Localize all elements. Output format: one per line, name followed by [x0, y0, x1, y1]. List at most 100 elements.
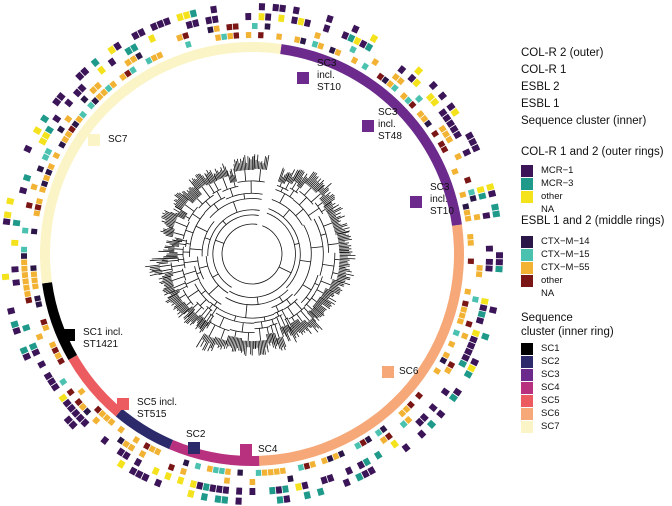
esbl2-mark — [207, 26, 214, 34]
colr2-mark — [467, 364, 477, 373]
sc-ring-sc6 — [259, 224, 464, 466]
colr2-mark — [491, 203, 500, 211]
esbl2-mark — [454, 152, 463, 161]
colr1-mark — [58, 393, 68, 403]
esbl1-mark — [337, 450, 346, 458]
colr2-mark — [68, 420, 78, 430]
legend-sc-label: SC7 — [541, 421, 560, 432]
esbl2-mark — [414, 94, 424, 103]
annotation-swatch — [382, 366, 394, 378]
colr1-mark — [133, 457, 143, 467]
esbl1-mark — [221, 33, 228, 41]
colr2-mark — [450, 107, 460, 117]
esbl1-mark — [245, 32, 252, 39]
esbl2-mark — [66, 388, 75, 397]
colr1-mark — [462, 148, 472, 157]
esbl1-mark — [456, 317, 465, 325]
colr1-mark — [485, 265, 493, 272]
esbl1-mark — [54, 352, 62, 360]
esbl1-mark — [460, 306, 468, 313]
colr2-mark — [3, 211, 12, 219]
annotation-line: SC4 — [258, 444, 278, 455]
colr2-mark — [486, 183, 495, 191]
legend-esbl-swatch — [521, 288, 533, 300]
esbl1-mark — [30, 265, 37, 272]
colr1-mark — [464, 347, 473, 356]
esbl1-mark — [34, 204, 42, 211]
esbl1-mark — [404, 96, 413, 105]
legend-colr-label: MCR−1 — [541, 165, 574, 176]
colr1-mark — [482, 212, 491, 220]
sc-ring-sc5 — [68, 355, 123, 417]
esbl1-mark — [399, 92, 408, 101]
esbl1-mark — [218, 467, 225, 475]
esbl2-mark — [467, 188, 476, 196]
colr1-mark — [52, 114, 62, 124]
colr1-mark — [249, 487, 256, 496]
esbl1-mark — [359, 438, 368, 447]
esbl1-mark — [258, 32, 264, 39]
esbl1-mark — [424, 119, 433, 128]
esbl2-mark — [460, 332, 469, 340]
colr2-mark — [128, 466, 138, 476]
esbl2-mark — [21, 246, 28, 253]
esbl2-mark — [167, 463, 176, 472]
esbl1-mark — [35, 301, 43, 308]
esbl1-mark — [379, 425, 388, 434]
colr1-mark — [28, 342, 38, 351]
esbl2-mark — [83, 407, 92, 416]
colr2-mark — [413, 66, 424, 76]
colr1-mark — [476, 185, 485, 194]
annotation-line: ST1421 — [83, 339, 119, 350]
esbl1-mark — [463, 209, 471, 216]
ring-label-esbl1: ESBL 1 — [521, 98, 560, 110]
colr2-mark — [235, 497, 242, 505]
esbl1-mark — [224, 468, 231, 475]
sc-ring-sc1 — [42, 282, 78, 360]
colr1-mark — [38, 137, 48, 146]
esbl1-mark — [297, 463, 305, 471]
colr2-mark — [12, 326, 22, 335]
esbl1-mark — [31, 277, 38, 284]
annotation-line: SC2 — [186, 429, 206, 440]
esbl2-mark — [64, 114, 73, 124]
esbl1-mark — [156, 51, 164, 60]
colr2-mark — [131, 31, 140, 41]
esbl1-mark — [93, 405, 102, 414]
colr2-mark — [355, 472, 364, 482]
colr1-mark — [452, 130, 462, 140]
legend-esbl-label: CTX−M−15 — [541, 249, 590, 260]
colr1-mark — [466, 341, 476, 350]
colr2-mark — [495, 252, 504, 259]
colr2-mark — [316, 487, 325, 496]
esbl1-mark — [431, 129, 440, 138]
colr1-mark — [478, 192, 487, 200]
esbl2-mark — [445, 135, 454, 144]
colr1-mark — [364, 42, 374, 52]
esbl1-mark — [206, 465, 214, 473]
colr1-mark — [22, 323, 31, 332]
esbl1-mark — [45, 168, 53, 176]
esbl2-mark — [476, 264, 483, 271]
annotation-line: ST10 — [317, 82, 341, 93]
colr2-mark — [149, 22, 159, 32]
esbl1-mark — [279, 467, 286, 475]
esbl2-mark — [371, 58, 380, 67]
colr2-mark — [90, 57, 100, 68]
colr2-mark — [7, 307, 16, 315]
colr2-mark — [452, 387, 463, 397]
colr1-mark — [297, 17, 305, 26]
colr1-mark — [430, 97, 440, 107]
colr2-mark — [446, 102, 456, 112]
sc-ring-sc2 — [115, 408, 174, 450]
annotation-line: SC3 — [317, 58, 337, 69]
colr1-mark — [344, 466, 354, 476]
legend-colr-swatch — [521, 178, 533, 190]
colr2-mark — [272, 3, 280, 12]
colr1-mark — [202, 483, 210, 492]
colr1-mark — [326, 473, 335, 483]
colr1-mark — [438, 108, 448, 118]
colr2-mark — [210, 5, 218, 14]
esbl2-mark — [116, 436, 125, 445]
colr2-mark — [468, 137, 478, 147]
